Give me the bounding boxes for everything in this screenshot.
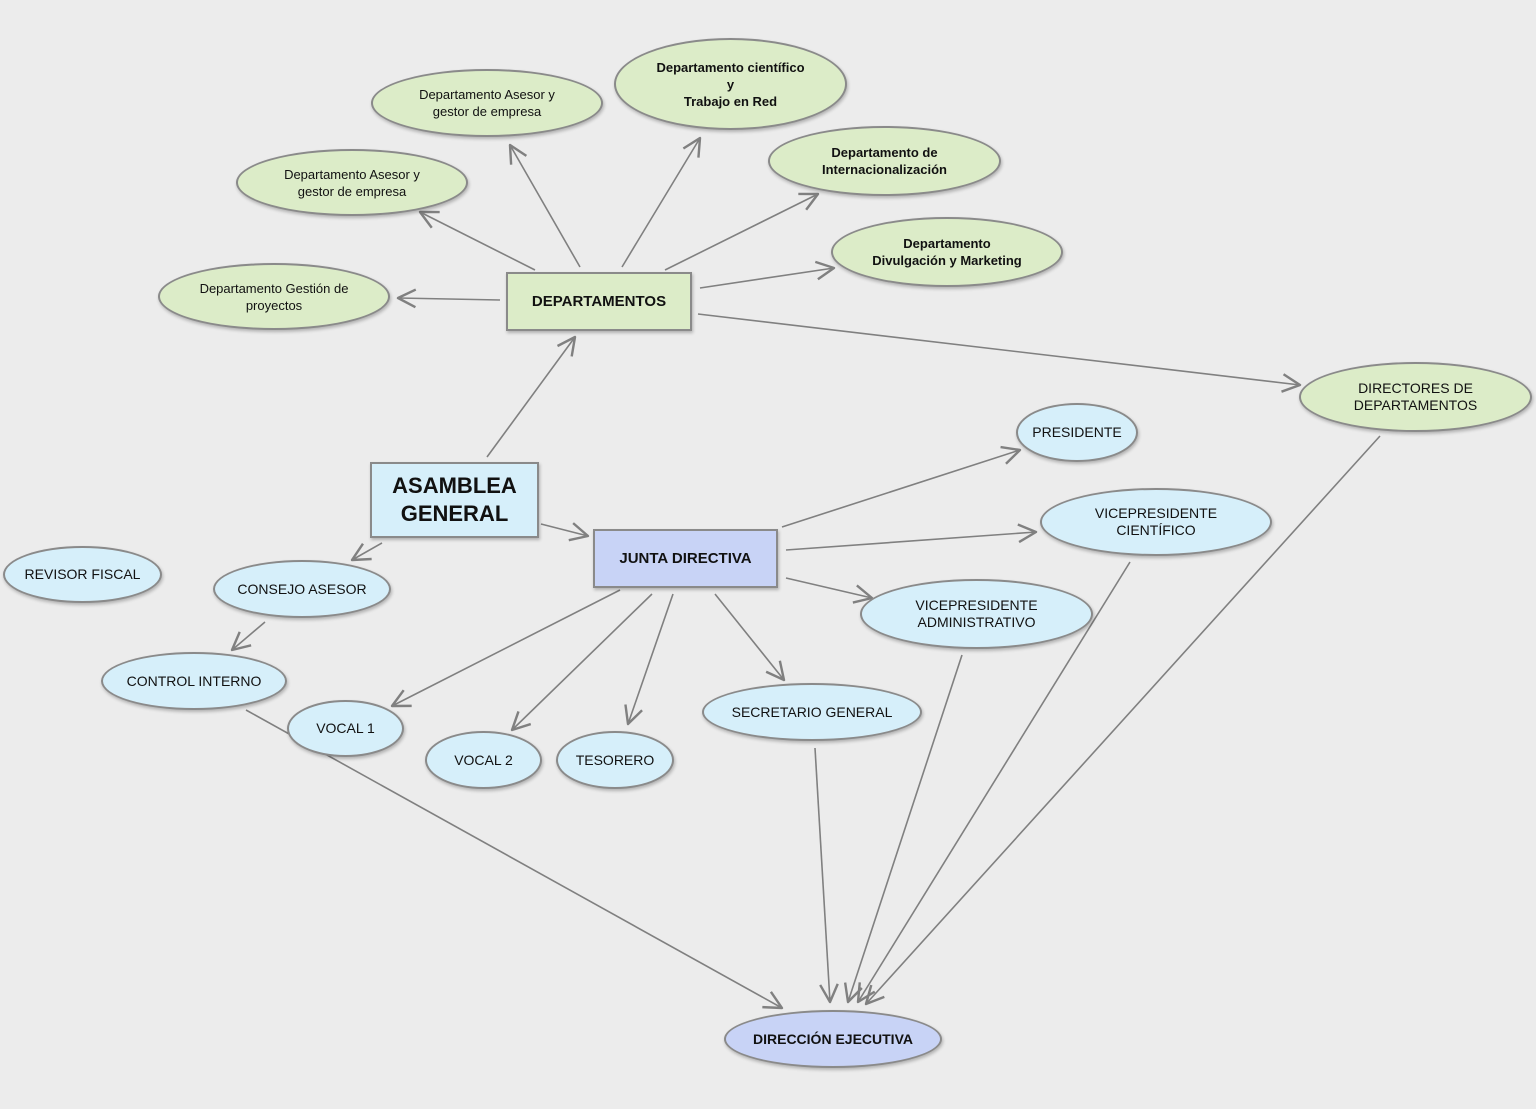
edge-group xyxy=(230,136,1381,1010)
node-presidente[interactable]: PRESIDENTE xyxy=(1016,403,1138,462)
edge-departamentos-internacionalizacion xyxy=(664,192,820,271)
node-consejo-asesor[interactable]: CONSEJO ASESOR xyxy=(213,560,391,618)
node-departamentos[interactable]: DEPARTAMENTOS xyxy=(506,272,692,331)
node-revisor-fiscal[interactable]: REVISOR FISCAL xyxy=(3,546,162,603)
edge-junta-vocal2 xyxy=(510,593,653,732)
node-dep-internacionalizacion[interactable]: Departamento de Internacionalización xyxy=(768,126,1001,196)
node-vicepresidente-administrativo[interactable]: VICEPRESIDENTE ADMINISTRATIVO xyxy=(860,579,1093,649)
node-tesorero[interactable]: TESORERO xyxy=(556,731,674,789)
node-dep-gestion[interactable]: Departamento Gestión de proyectos xyxy=(158,263,390,330)
edge-junta-presidente xyxy=(781,445,1022,528)
edge-junta-vpadmin xyxy=(785,577,874,604)
node-vicepresidente-cientifico[interactable]: VICEPRESIDENTE CIENTÍFICO xyxy=(1040,488,1272,556)
edge-consejo-control xyxy=(230,621,266,652)
edge-secretario-direccion xyxy=(814,747,839,1004)
edge-directores-direccion xyxy=(864,435,1381,1006)
edge-departamentos-cientifico xyxy=(621,136,702,268)
edge-departamentos-divulgacion xyxy=(699,260,836,289)
node-dep-asesor-2[interactable]: Departamento Asesor y gestor de empresa xyxy=(371,69,603,137)
node-asamblea[interactable]: ASAMBLEA GENERAL xyxy=(370,462,539,538)
edge-junta-vocal1 xyxy=(390,589,621,708)
edge-control-direccion xyxy=(245,709,784,1010)
node-junta-directiva[interactable]: JUNTA DIRECTIVA xyxy=(593,529,778,588)
edge-asamblea-departamentos xyxy=(486,335,577,458)
node-dep-cientifico[interactable]: Departamento científico y Trabajo en Red xyxy=(614,38,847,130)
edge-junta-tesorero xyxy=(624,593,674,726)
edge-departamentos-asesor1 xyxy=(418,210,536,271)
node-vocal-2[interactable]: VOCAL 2 xyxy=(425,731,542,789)
edge-junta-vpcientifico xyxy=(785,523,1038,551)
edge-asamblea-junta xyxy=(540,522,590,542)
edge-departamentos-gestion xyxy=(396,288,501,309)
node-control-interno[interactable]: CONTROL INTERNO xyxy=(101,652,287,710)
edge-vpadmin-direccion xyxy=(843,654,963,1004)
node-directores[interactable]: DIRECTORES DE DEPARTAMENTOS xyxy=(1299,362,1532,432)
node-direccion-ejecutiva[interactable]: DIRECCIÓN EJECUTIVA xyxy=(724,1010,942,1068)
node-dep-divulgacion[interactable]: Departamento Divulgación y Marketing xyxy=(831,217,1063,287)
node-vocal-1[interactable]: VOCAL 1 xyxy=(287,700,404,757)
edge-junta-secretario xyxy=(714,593,786,682)
edge-vpcientifico-direccion xyxy=(856,561,1131,1004)
edge-departamentos-directores xyxy=(697,313,1302,393)
node-dep-asesor-1[interactable]: Departamento Asesor y gestor de empresa xyxy=(236,149,468,216)
edge-asamblea-consejo xyxy=(350,542,383,562)
edge-departamentos-asesor2 xyxy=(508,143,581,268)
node-secretario-general[interactable]: SECRETARIO GENERAL xyxy=(702,683,922,741)
